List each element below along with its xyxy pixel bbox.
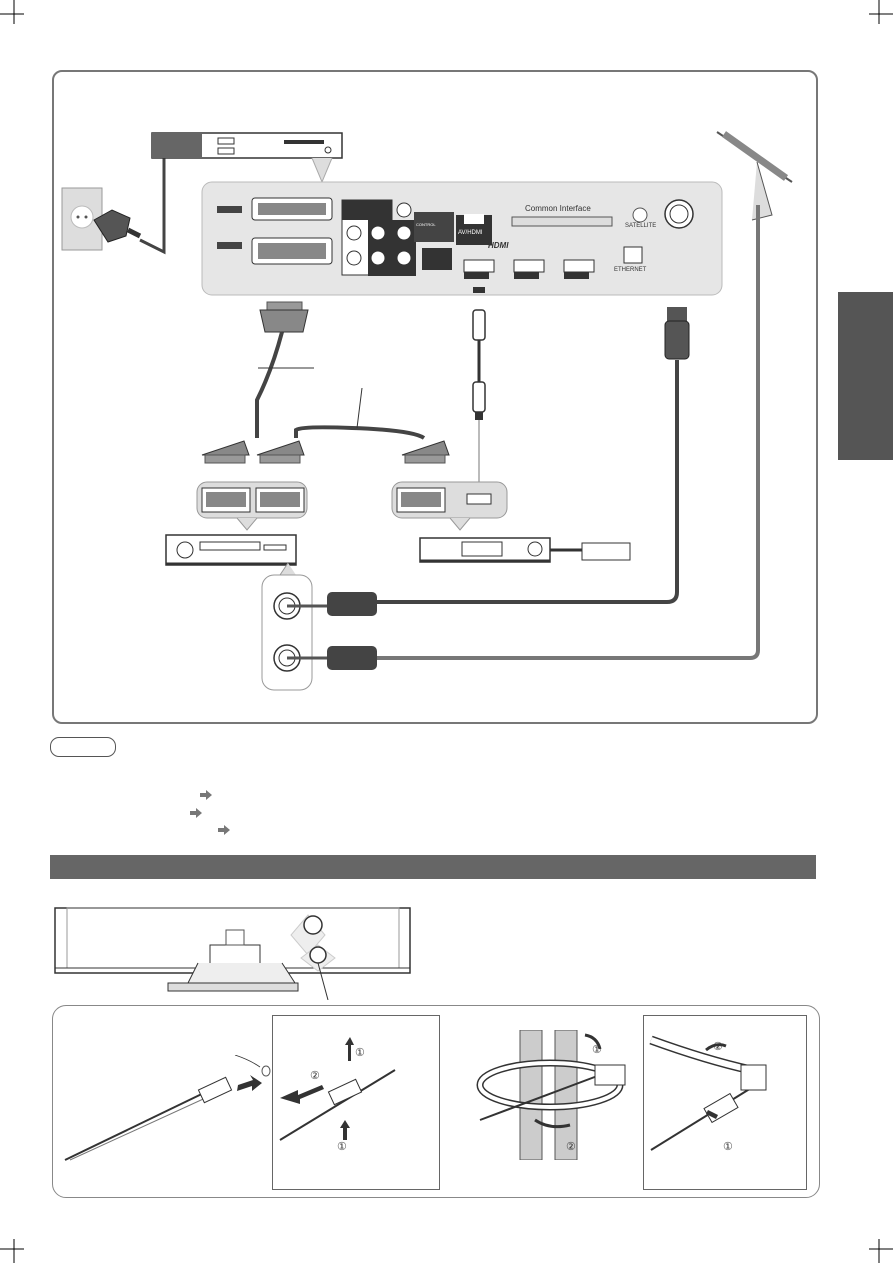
scart-plug-right <box>401 440 450 464</box>
reference-arrow-icon <box>200 790 212 800</box>
top-recorder-icon <box>151 132 343 159</box>
section-header-bar <box>50 855 816 879</box>
reference-arrow-icon <box>190 808 202 818</box>
tv-back-panel <box>201 181 723 296</box>
set-top-box-icon <box>419 537 551 563</box>
step-1-mark: ① <box>592 1044 602 1056</box>
av-hdmi-label: AV/HDMI <box>458 230 483 236</box>
tv-rear-view <box>54 907 411 1000</box>
ethernet-label: ETHERNET <box>614 267 647 273</box>
cable-tie-loosen-drawing <box>649 1035 767 1151</box>
power-plug-icon <box>93 209 142 243</box>
satellite-label: SATELLITE <box>625 223 657 229</box>
step-2-mark: ② <box>713 1041 723 1053</box>
step-1-mark: ① <box>337 1141 347 1153</box>
cable-tie-bundle-drawing <box>476 1030 626 1160</box>
rf-plug-upper <box>287 592 377 616</box>
control-label: CONTROL <box>416 222 436 227</box>
step-1-mark: ① <box>723 1141 733 1153</box>
step-2-mark: ② <box>310 1070 320 1082</box>
scart-plug-left <box>201 440 250 464</box>
note-badge <box>50 737 116 757</box>
rf-plug-lower <box>287 646 377 670</box>
section-tab <box>838 292 893 460</box>
hdmi-logo-label: HDMI <box>488 241 509 250</box>
vcr-icon <box>165 534 297 566</box>
antenna-icon <box>377 131 793 660</box>
scart-plug-mid <box>256 440 305 464</box>
scart-plug-top <box>259 301 309 333</box>
step-1-mark: ① <box>355 1047 365 1059</box>
hdmi-cable <box>472 287 486 488</box>
cable-tie-release-drawing <box>279 1037 396 1141</box>
connection-diagram-frame <box>52 70 818 724</box>
step-2-mark: ② <box>566 1141 576 1153</box>
connection-diagram <box>61 131 793 691</box>
aerial-cable <box>377 307 690 604</box>
reference-arrow-icon <box>218 825 230 835</box>
common-interface-label: Common Interface <box>525 204 591 213</box>
cable-tie-insert-drawing <box>64 1055 271 1161</box>
